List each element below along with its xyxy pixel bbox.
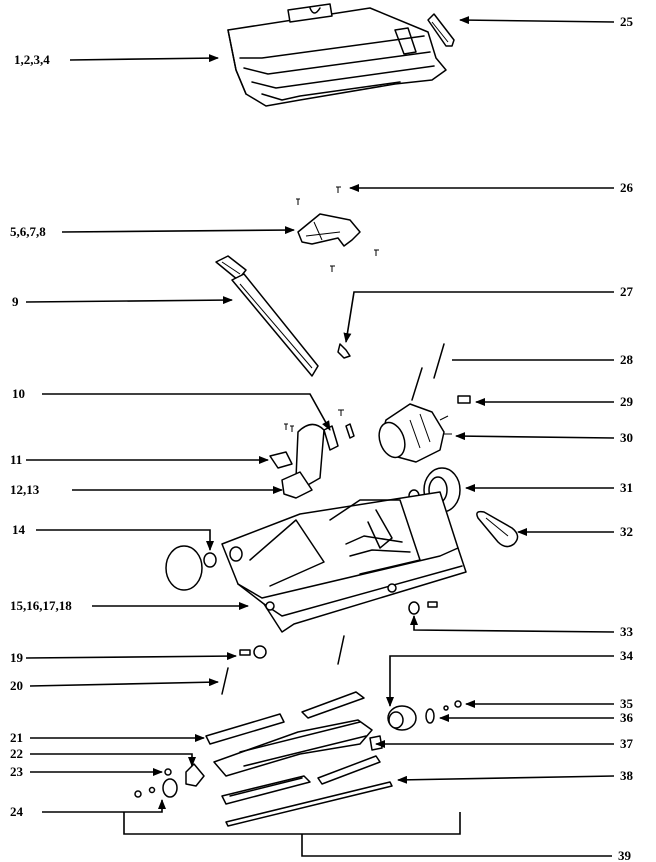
brush-29-part <box>457 395 471 404</box>
bracket-part <box>296 186 379 272</box>
label-28: 28 <box>620 352 634 367</box>
bumper-strips-part <box>205 691 365 745</box>
label-14: 14 <box>12 522 26 537</box>
lower-strips-part <box>221 775 393 827</box>
parts-19-20-part <box>221 635 345 695</box>
label-9: 9 <box>12 294 19 309</box>
label-34: 34 <box>620 648 634 663</box>
label-21: 21 <box>10 730 23 745</box>
label-31: 31 <box>620 480 633 495</box>
wheel-cap-14-part <box>165 545 217 591</box>
label-5-8: 5,6,7,8 <box>10 224 46 239</box>
clip-25-part <box>427 13 455 47</box>
end-cap-34-part <box>387 700 462 731</box>
label-38: 38 <box>620 768 634 783</box>
nozzle-11-13-part <box>269 409 355 499</box>
base-housing-part <box>221 491 467 633</box>
part-labels: 1,2,3,4 5,6,7,8 9 10 11 12,13 14 15,16,1… <box>10 14 634 862</box>
group-bracket-39 <box>123 812 612 857</box>
label-12-13: 12,13 <box>10 482 40 497</box>
leader-lines <box>25 16 615 813</box>
pins-28-part <box>411 343 445 401</box>
screw-27-part <box>337 343 351 359</box>
label-25: 25 <box>620 14 634 29</box>
label-36: 36 <box>620 710 634 725</box>
label-26: 26 <box>620 180 634 195</box>
label-23: 23 <box>10 764 24 779</box>
label-29: 29 <box>620 394 634 409</box>
label-35: 35 <box>620 696 634 711</box>
label-15-18: 15,16,17,18 <box>10 598 72 613</box>
label-27: 27 <box>620 284 634 299</box>
label-30: 30 <box>620 430 633 445</box>
label-20: 20 <box>10 678 23 693</box>
label-39: 39 <box>618 848 632 862</box>
washer-33-part <box>408 601 438 615</box>
label-11: 11 <box>10 452 22 467</box>
label-1-4: 1,2,3,4 <box>14 52 50 67</box>
label-24: 24 <box>10 804 24 819</box>
motor-30-part <box>378 403 452 463</box>
hood-cover-part <box>227 3 447 107</box>
label-33: 33 <box>620 624 634 639</box>
label-32: 32 <box>620 524 633 539</box>
belt-32-part <box>476 510 519 548</box>
label-37: 37 <box>620 736 634 751</box>
lever-9-part <box>215 255 319 377</box>
label-10: 10 <box>12 386 25 401</box>
label-19: 19 <box>10 650 24 665</box>
label-22: 22 <box>10 746 23 761</box>
end-parts-22-24-part <box>134 763 205 798</box>
brush-roll-37-part <box>213 719 383 785</box>
